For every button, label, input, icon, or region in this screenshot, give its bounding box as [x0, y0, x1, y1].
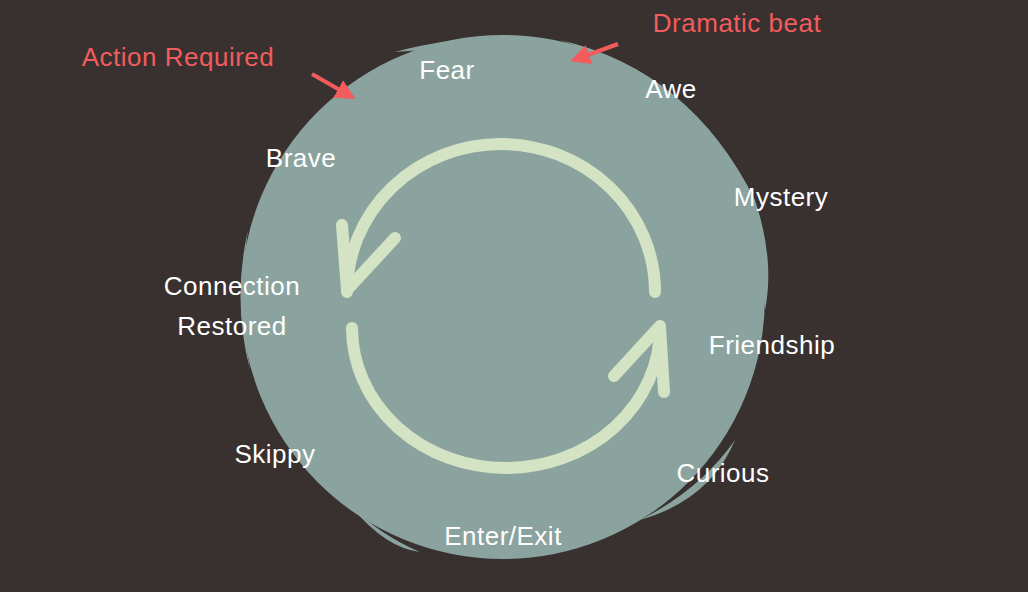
stage-label: Friendship [709, 325, 835, 365]
cycle-arrows [342, 144, 664, 468]
stage-label: Brave [266, 138, 336, 178]
stage-label: Enter/Exit [444, 516, 562, 556]
stage-label: Fear [419, 50, 474, 90]
leader-arrows [312, 44, 618, 97]
callout-label: Dramatic beat [653, 3, 821, 43]
stage-label: Skippy [234, 434, 315, 474]
stage-label: Connection Restored [137, 266, 327, 347]
callout-label: Action Required [82, 37, 275, 77]
stage-label: Curious [676, 453, 769, 493]
stage-label: Mystery [734, 177, 829, 217]
stage-label: Awe [645, 69, 697, 109]
